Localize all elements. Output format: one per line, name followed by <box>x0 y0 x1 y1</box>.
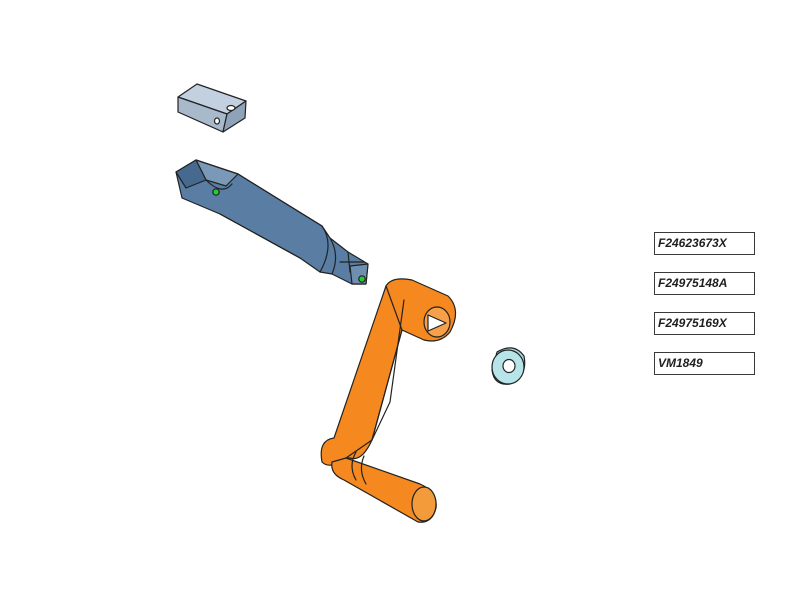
shaft-part[interactable] <box>175 159 369 285</box>
key-block-part[interactable] <box>177 83 247 133</box>
part-number-label-3[interactable]: F24975169X <box>654 312 755 335</box>
part-number-label-1[interactable]: F24623673X <box>654 232 755 255</box>
washer-part[interactable] <box>491 347 526 385</box>
part-number-list: F24623673X F24975148A F24975169X VM1849 <box>654 232 755 375</box>
part-number-label-2[interactable]: F24975148A <box>654 272 755 295</box>
crank-handle-part[interactable] <box>320 278 457 523</box>
part-number-label-4[interactable]: VM1849 <box>654 352 755 375</box>
